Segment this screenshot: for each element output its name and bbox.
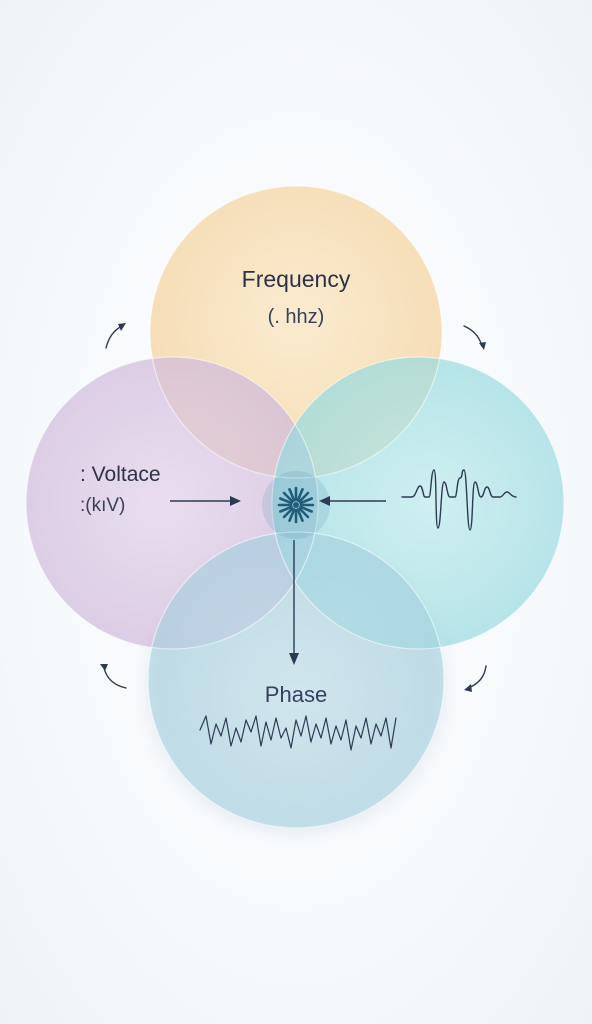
frequency-title: Frequency — [241, 266, 351, 292]
phase-title: Phase — [264, 682, 328, 707]
phase-circle — [148, 532, 444, 828]
cycle-arrow-top-left — [105, 325, 123, 349]
flower-burst-icon — [277, 486, 315, 524]
arrow-voltage-to-center — [170, 496, 241, 506]
pulse-waveform-icon — [401, 469, 517, 531]
arrow-center-to-phase — [289, 540, 299, 665]
arrow-waveform-to-center — [319, 496, 386, 506]
voltage-title: : Voltace — [80, 463, 161, 486]
zigzag-signal-icon — [199, 715, 397, 751]
voltage-unit: :(kıV) — [80, 495, 126, 516]
frequency-unit: (. hhz) — [267, 306, 325, 328]
